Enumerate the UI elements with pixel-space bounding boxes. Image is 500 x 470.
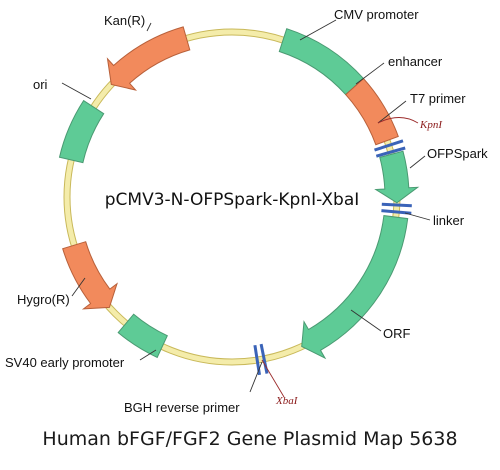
label-t7-primer: T7 primer [410,91,466,106]
leader-orf [350,309,382,332]
feature-enhancer[interactable] [344,77,399,146]
leader-cmv-promoter [299,19,337,41]
feature-sv40-early-promoter[interactable] [117,313,168,359]
label-orf: ORF [383,326,411,341]
leader-kan-r [146,22,152,32]
linker-tick [381,209,412,215]
linker-tick [381,202,412,208]
leader-ofpspark [409,155,426,169]
leader-xbai [261,359,285,398]
leader-kpni [377,117,419,124]
plasmid-map: pCMV3-N-OFPSpark-KpnI-XbaI Kan(R) CMV pr… [5,7,488,415]
label-linker: linker [433,213,465,228]
leader-t7-primer [377,100,407,124]
leader-bgh-reverse-primer [249,361,263,393]
plasmid-name: pCMV3-N-OFPSpark-KpnI-XbaI [105,190,360,210]
label-ofpspark: OFPSpark [427,146,488,161]
label-kpni: KpnI [419,119,443,131]
feature-ori[interactable] [58,99,105,164]
feature-cmv-promoter[interactable] [278,28,365,96]
feature-ofpspark[interactable] [374,150,420,204]
label-sv40-early-promoter: SV40 early promoter [5,355,125,370]
label-hygro-r: Hygro(R) [17,292,70,307]
label-bgh-reverse-primer: BGH reverse primer [124,400,240,415]
feature-orf[interactable] [301,215,409,360]
leader-hygro-r [71,277,86,297]
figure-caption: Human bFGF/FGF2 Gene Plasmid Map 5638 [42,428,458,450]
t7-primer-tick [375,146,406,158]
leader-sv40-early-promoter [139,349,157,361]
label-xbai: XbaI [275,395,299,407]
label-cmv-promoter: CMV promoter [334,7,419,22]
bgh-reverse-primer-tick [259,343,269,374]
leader-linker [404,212,431,221]
t7-primer-tick [374,139,404,152]
feature-kan-r[interactable] [106,26,191,91]
label-enhancer: enhancer [388,54,443,69]
linker-marker[interactable] [381,202,412,215]
label-kan-r: Kan(R) [104,13,145,28]
label-ori: ori [33,77,48,92]
leader-ori [61,82,92,100]
leader-enhancer [355,62,385,85]
feature-hygro-r[interactable] [62,241,118,310]
t7-primer-marker[interactable] [374,139,406,158]
